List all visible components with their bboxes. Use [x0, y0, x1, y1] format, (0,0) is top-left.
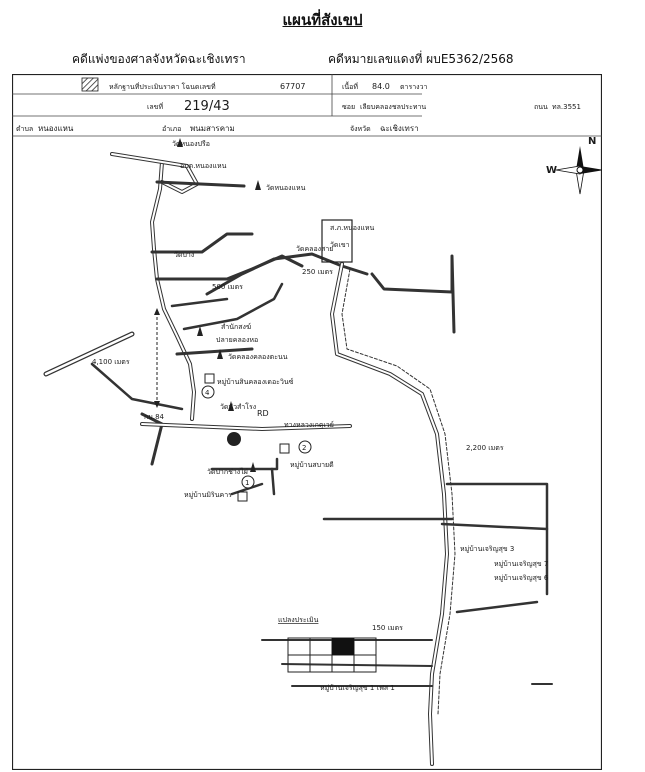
hatch-legend-icon	[81, 77, 99, 92]
sketch-map[interactable]: หลักฐานที่ประเมินราคา โฉนดเลขที่ 67707 เ…	[12, 74, 602, 770]
building-box-3	[237, 491, 248, 502]
route-label: ถนน	[534, 103, 548, 111]
label-village-4: หมู่บ้านสินคลองเดอะวินซ์	[217, 378, 294, 386]
label-village-6: หมู่บ้านเจริญสุข 6	[494, 574, 549, 582]
label-wat-chang: วัดปากช่างไผ่	[207, 467, 248, 476]
tambon-label: ตำบล	[16, 125, 33, 133]
pond-icon	[227, 432, 241, 446]
label-wat-bang: วัดบาง	[174, 251, 194, 259]
label-village-3: หมู่บ้านเจริญสุข 3	[460, 545, 514, 553]
marker-4: 4	[205, 389, 210, 397]
case-number-label: คดีหมายเลขแดงที่ ผบE5362/2568	[328, 52, 514, 66]
label-police: ส.ภ.หนองแหน	[330, 224, 374, 232]
label-highway: ทางหลวงเกตุเวย์	[284, 421, 334, 429]
amphoe-label: อำเภอ	[162, 125, 181, 133]
distance-2200: 2,200 เมตร	[466, 444, 504, 452]
province-value: ฉะเชิงเทรา	[380, 124, 419, 133]
distance-250: 250 เมตร	[302, 268, 333, 276]
label-wat-nong-pru: วัดหนองปรือ	[172, 140, 210, 148]
label-village-1: หมู่บ้านมิรินคาร	[184, 491, 232, 499]
road-value: เลียบคลองชลประทาน	[360, 103, 426, 111]
building-box-2	[279, 443, 290, 454]
police-station-box	[321, 219, 353, 263]
legend-text: หลักฐานที่ประเมินราคา โฉนดเลขที่	[109, 82, 216, 91]
distance-4100: 4,100 เมตร	[92, 358, 130, 366]
appraised-plot	[332, 638, 354, 655]
north-letter: N	[588, 136, 596, 147]
label-wat-nong-hnan: วัดหนองแหน	[266, 184, 306, 192]
village-markers: 4 2 1	[201, 385, 312, 489]
distance-500: 500 เมตร	[212, 283, 243, 291]
label-wat-khlong-sai: วัดคลองสาย	[296, 245, 333, 253]
court-case-label: คดีแพ่งของศาลจังหวัดฉะเชิงเทรา	[72, 52, 246, 66]
distance-150: 150 เมตร	[372, 624, 403, 632]
label-monastery: สำนักสงฆ์	[221, 323, 251, 331]
label-wat-khao: วัดเขา	[330, 241, 350, 249]
route-value: ทล.3551	[552, 103, 581, 111]
area-value: 84.0	[372, 82, 390, 91]
road-label: ซอย	[342, 103, 355, 111]
west-letter: W	[546, 165, 557, 176]
area-unit: ตารางวา	[400, 83, 428, 91]
marker-2: 2	[302, 444, 306, 452]
label-rd: RD	[257, 409, 269, 418]
amphoe-value: พนมสารคาม	[190, 124, 235, 133]
province-label: จังหวัด	[350, 125, 371, 133]
deed-info-grid: หลักฐานที่ประเมินราคา โฉนดเลขที่ 67707 เ…	[12, 74, 602, 137]
page-title: แผนที่สังเขป	[282, 11, 363, 29]
marker-1: 1	[245, 479, 249, 487]
land-no-label: เลขที่	[147, 102, 163, 111]
label-wat-hua-samrong: วัดหัวสำโรง	[220, 402, 256, 411]
distance-4100-marker	[154, 308, 160, 408]
label-km-marker: กม.84	[144, 413, 165, 421]
label-village-7: หมู่บ้านเจริญสุข 7	[494, 560, 548, 568]
map-border	[12, 74, 602, 770]
deed-number: 67707	[280, 82, 305, 91]
label-wat-khlong-khlong: วัดคลองคลองตะนน	[228, 353, 288, 361]
label-village-2: หมู่บ้านสบายดี	[290, 461, 334, 469]
label-monastery-name: ปลายคลองหอ	[216, 336, 258, 344]
appraised-plot-grid	[287, 637, 377, 673]
label-appraised: แปลงประเมิน	[278, 616, 319, 624]
label-sub-district-office: อบต.หนองแหน	[180, 162, 227, 170]
compass-icon: N W	[546, 136, 602, 195]
road-network	[43, 152, 553, 766]
tambon-value: หนองแหน	[38, 124, 74, 133]
land-number: 219/43	[184, 99, 230, 114]
area-label: เนื้อที่	[342, 80, 358, 91]
temple-icons	[177, 138, 261, 472]
building-box-1	[204, 373, 215, 384]
label-village-5: หมู่บ้านเจริญสุข 1 เฟส 1	[320, 684, 395, 692]
